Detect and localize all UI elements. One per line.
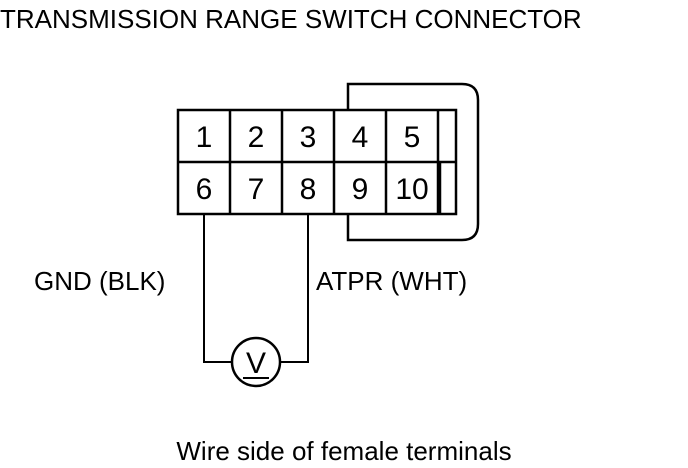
voltmeter-icon: V xyxy=(230,336,282,388)
terminal-4: 4 xyxy=(352,121,369,154)
terminal-10: 10 xyxy=(395,173,428,206)
wire-label-gnd: GND (BLK) xyxy=(34,266,166,296)
terminal-7: 7 xyxy=(248,173,265,206)
terminal-3: 3 xyxy=(300,121,317,154)
terminal-row-1: 1 2 3 4 5 xyxy=(196,121,421,154)
voltmeter-symbol: V xyxy=(246,347,266,380)
diagram-title: TRANSMISSION RANGE SWITCH CONNECTOR xyxy=(0,4,582,34)
diagram-caption: Wire side of female terminals xyxy=(176,436,512,466)
wire-gnd xyxy=(203,214,232,363)
terminal-row-2: 6 7 8 9 10 xyxy=(196,173,429,206)
terminal-cell-dividers xyxy=(228,110,442,214)
wire-atpr xyxy=(280,214,309,363)
terminal-8: 8 xyxy=(300,173,317,206)
connector-housing-outline xyxy=(346,82,480,242)
wire-label-atpr: ATPR (WHT) xyxy=(316,266,468,296)
terminal-9: 9 xyxy=(352,173,369,206)
terminal-1: 1 xyxy=(196,121,213,154)
terminal-2: 2 xyxy=(248,121,265,154)
terminal-5: 5 xyxy=(404,121,421,154)
terminal-6: 6 xyxy=(196,173,213,206)
